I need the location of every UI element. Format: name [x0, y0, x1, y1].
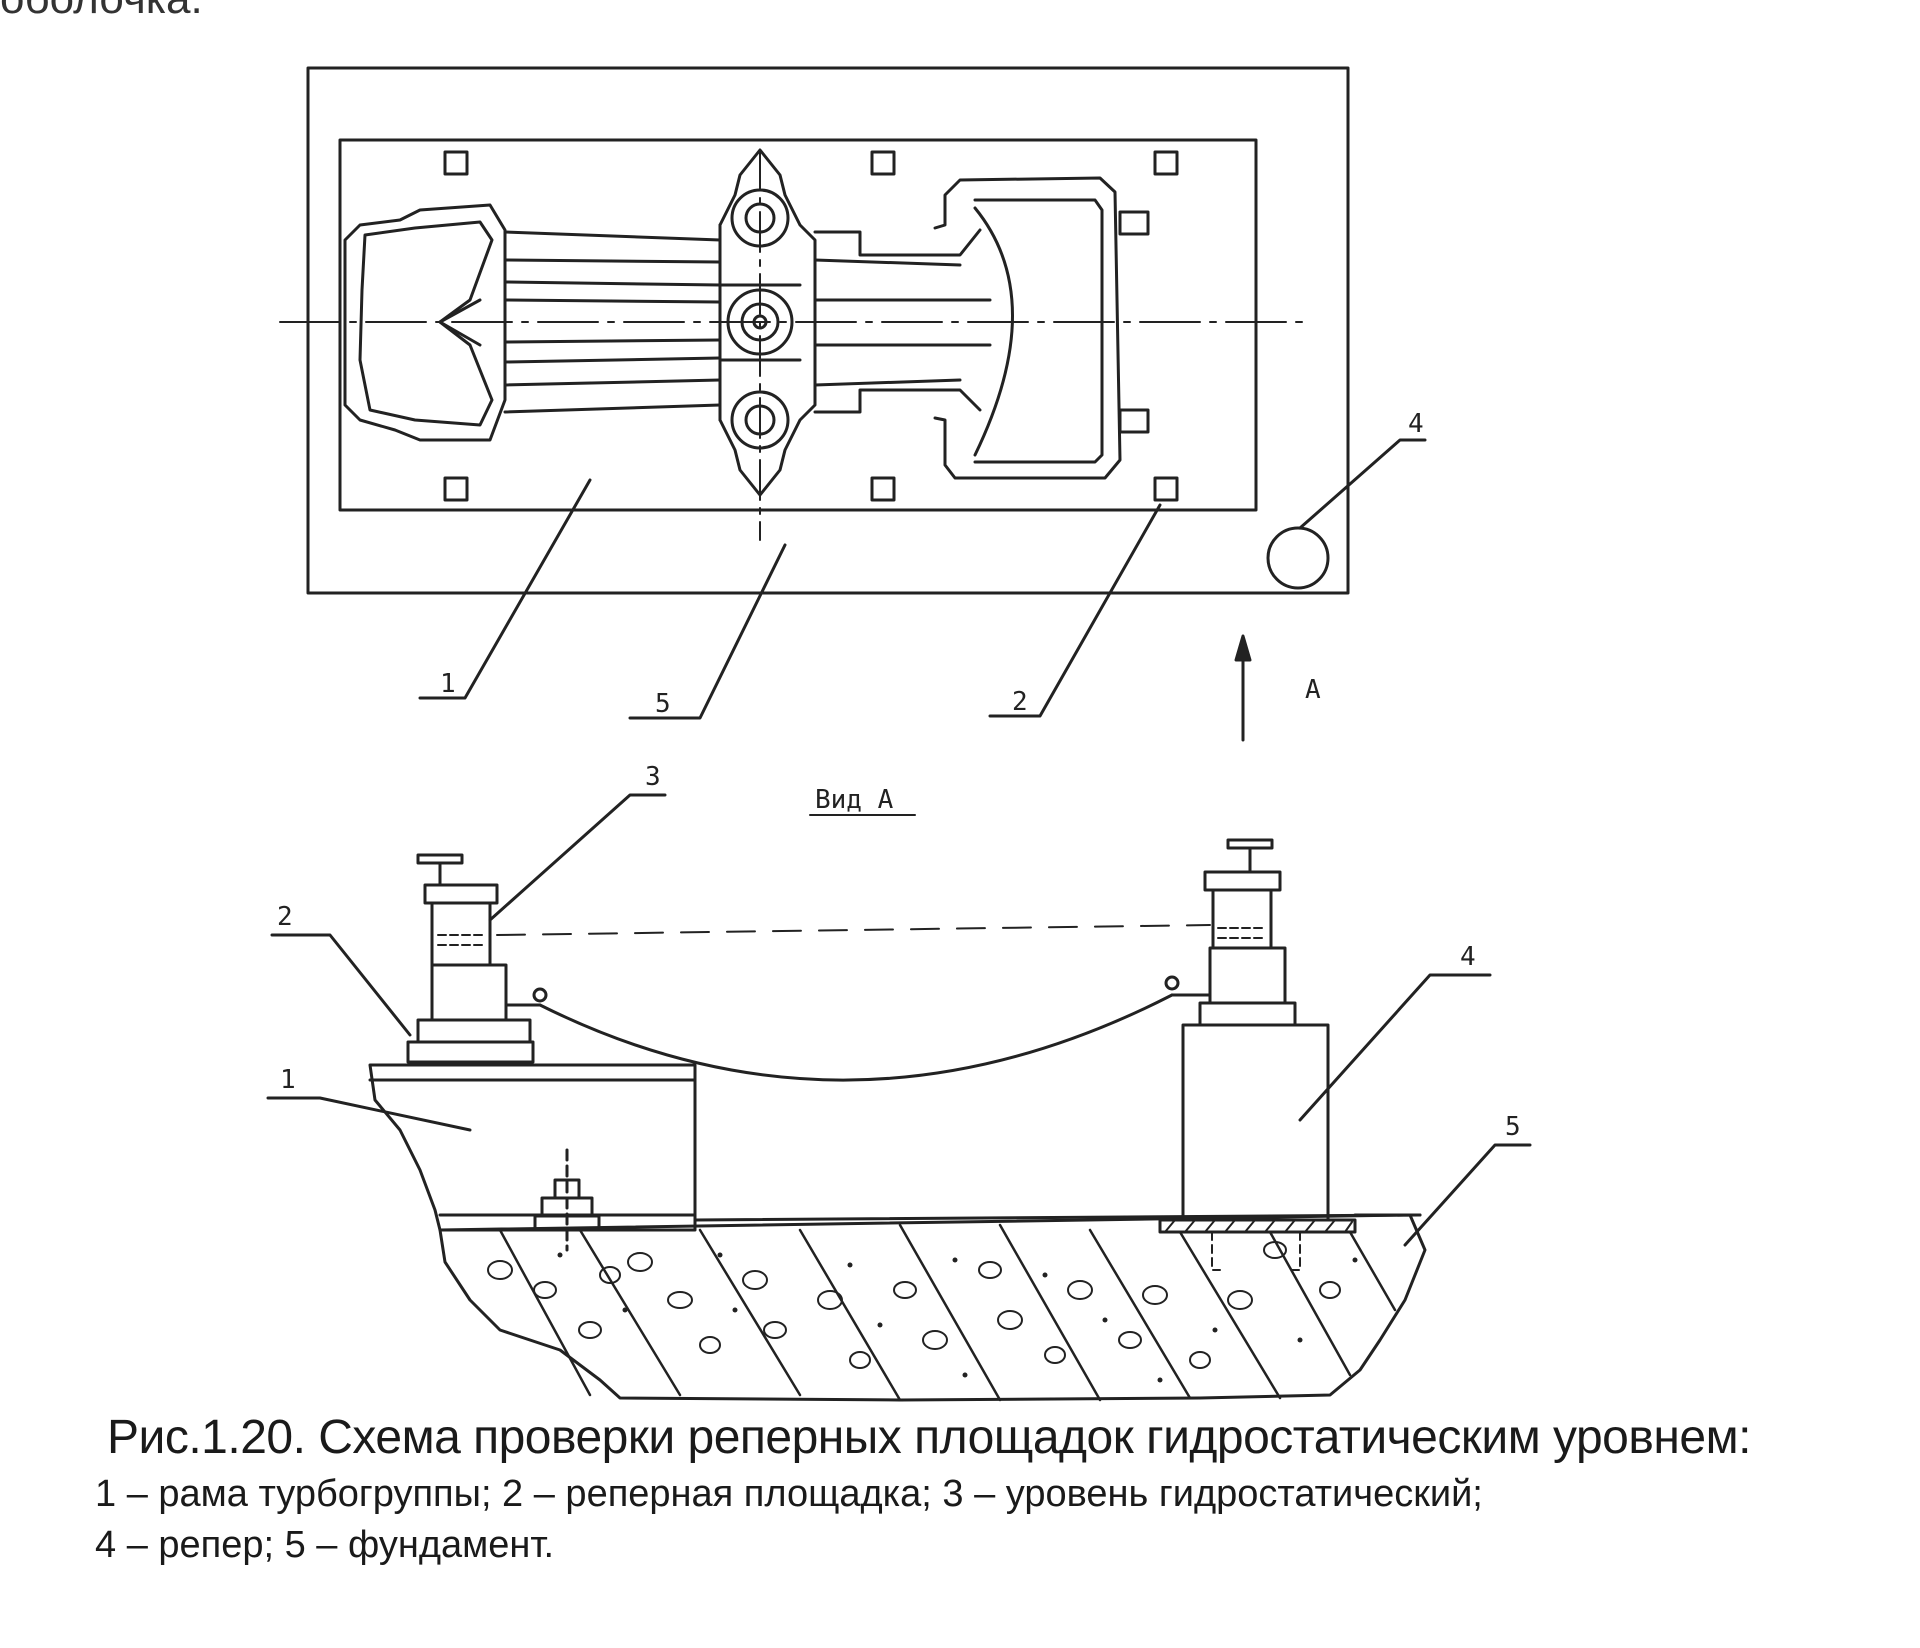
water-level-line — [496, 924, 1211, 936]
foundation-outline — [306, 66, 1350, 595]
side-view — [266, 793, 1532, 1402]
hydrostatic-level-right — [1164, 838, 1297, 1027]
mounting-squares — [443, 150, 1179, 502]
connecting-hose — [538, 993, 1174, 1082]
foundation-aggregate — [487, 1241, 1341, 1369]
top-text-fragment: оболочка. — [0, 0, 203, 24]
foundation-dots — [557, 1252, 1358, 1383]
label-bottom-2: 2 — [277, 902, 293, 932]
caption-title: Рис.1.20. Схема проверки реперных площад… — [107, 1411, 1751, 1464]
leader-2 — [988, 503, 1162, 718]
foundation-body — [438, 1213, 1427, 1402]
label-bottom-4: 4 — [1460, 942, 1476, 972]
benchmark-circle — [1266, 526, 1330, 590]
label-top-1: 1 — [440, 669, 456, 699]
plan-view — [279, 66, 1427, 742]
label-top-4: 4 — [1408, 409, 1424, 439]
turbogroup-frame — [368, 1063, 697, 1232]
label-view-a: Вид А — [815, 785, 894, 815]
caption-legend-line-2: 4 – репер; 5 – фундамент. — [95, 1524, 555, 1566]
leader-4b — [1298, 973, 1492, 1122]
label-top-2: 2 — [1012, 687, 1028, 717]
frame-outline — [338, 138, 1258, 512]
figure-caption: Рис.1.20. Схема проверки реперных площад… — [95, 1410, 1895, 1567]
hydrostatic-level-left — [406, 853, 548, 1064]
leader-3 — [488, 793, 667, 922]
label-arrow-a: А — [1305, 675, 1321, 705]
anchor-bolt — [533, 1148, 601, 1252]
label-bottom-3: 3 — [645, 762, 661, 792]
benchmark-block — [1181, 1023, 1330, 1222]
leader-1b — [266, 1096, 472, 1132]
leader-1 — [418, 478, 592, 700]
leader-5b — [1403, 1143, 1532, 1247]
label-top-5: 5 — [655, 689, 671, 719]
caption-legend-line-1: 1 – рама турбогруппы; 2 – реперная площа… — [95, 1473, 1483, 1515]
reference-pad-left — [406, 1040, 535, 1064]
leader-2b — [270, 933, 412, 1037]
label-bottom-5: 5 — [1505, 1112, 1521, 1142]
leader-5 — [628, 543, 787, 720]
label-bottom-1: 1 — [280, 1065, 296, 1095]
foundation-hatching — [498, 1223, 1397, 1402]
turbogroup — [343, 148, 1150, 497]
leader-4 — [1298, 438, 1427, 530]
